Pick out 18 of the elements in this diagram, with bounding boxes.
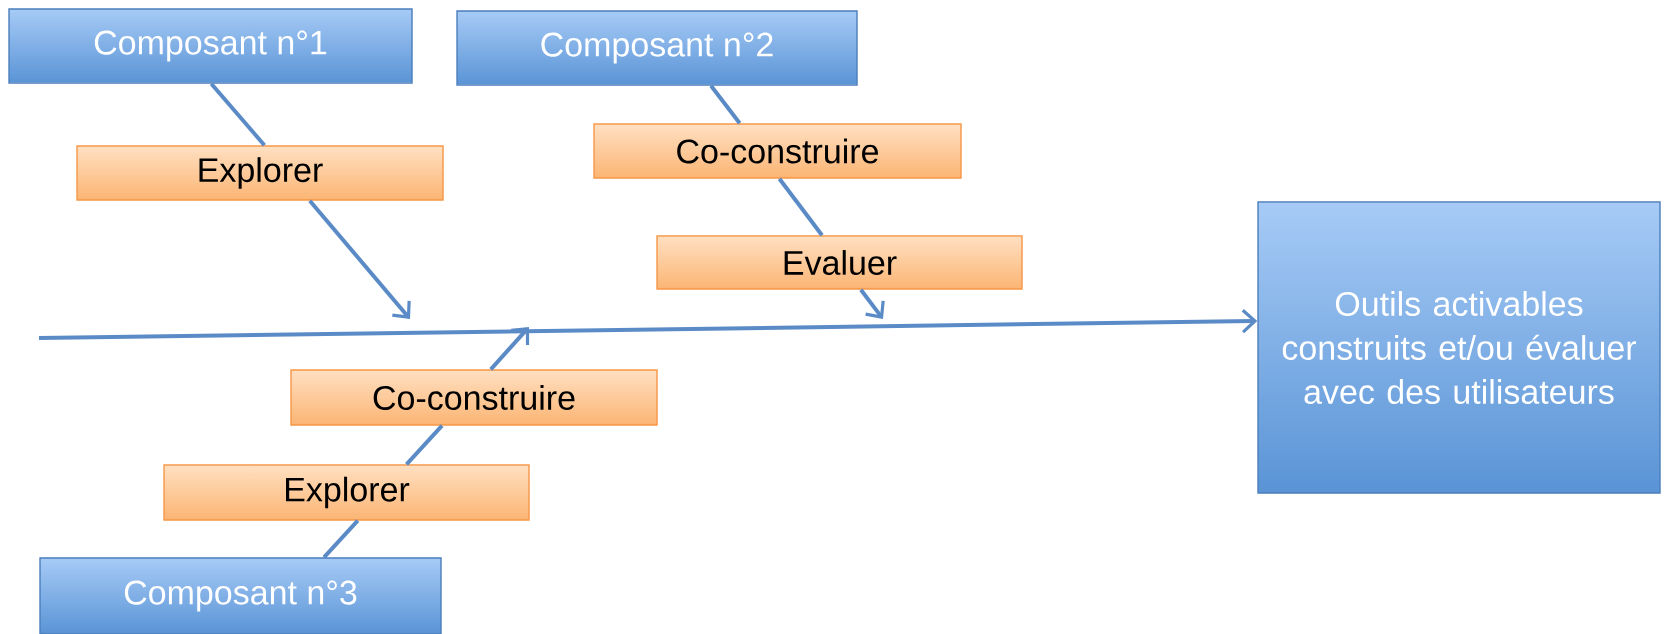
component-box: Composant n°2 [456, 10, 858, 86]
connector-line [777, 177, 824, 237]
arrow [308, 199, 411, 319]
connector-line [709, 84, 742, 125]
component-box: Composant n°1 [8, 8, 413, 84]
activity-box: Co-construire [593, 123, 962, 179]
component-box: Composant n°3 [39, 557, 442, 634]
arrow [39, 309, 1258, 340]
connector-line [405, 424, 444, 466]
arrow [859, 288, 885, 319]
result-box: Outils activables construits et/ou évaluer avec des utilisateurs [1257, 201, 1661, 494]
connector-line [209, 82, 266, 147]
activity-box: Explorer [163, 464, 530, 521]
connector-line [322, 519, 360, 559]
arrow [489, 327, 530, 371]
activity-box: Co-construire [290, 369, 658, 426]
activity-box: Explorer [76, 145, 444, 201]
activity-box: Evaluer [656, 235, 1023, 290]
